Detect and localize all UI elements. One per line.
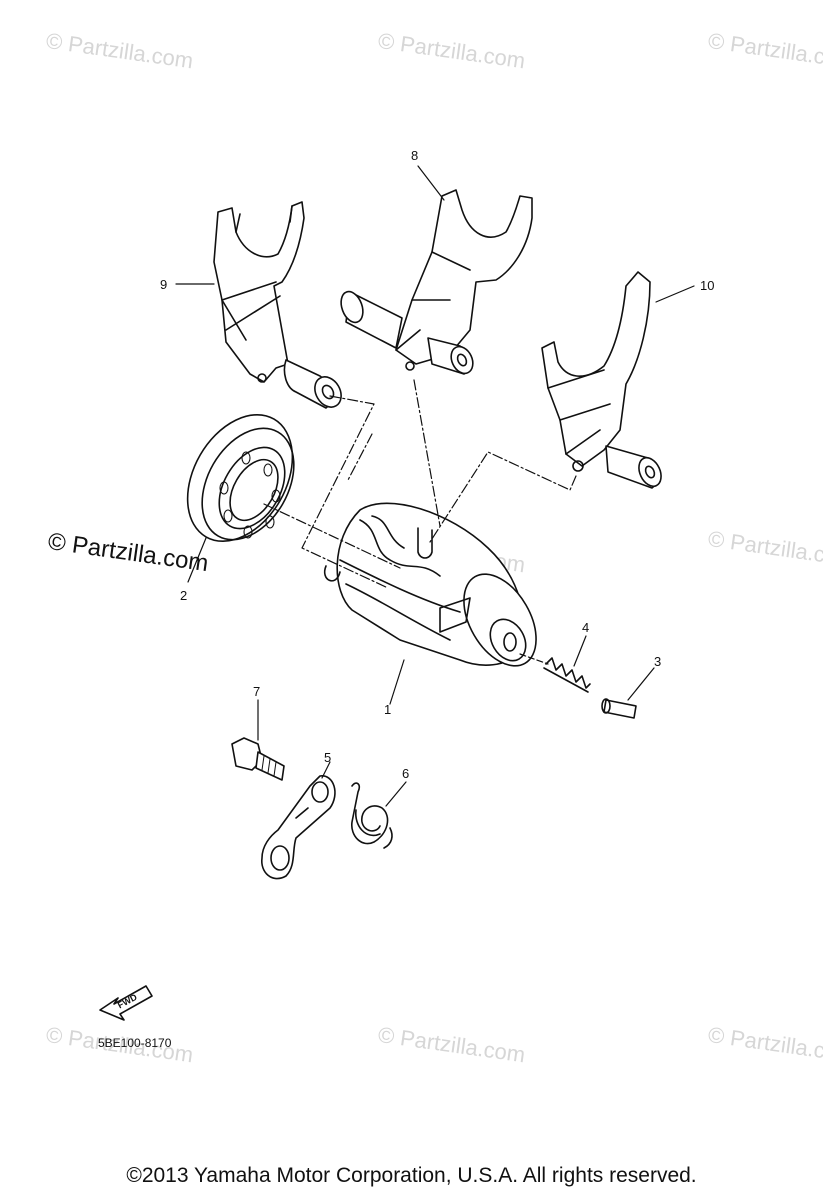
callout-9: 9 (160, 277, 167, 292)
lever-5 (261, 775, 336, 880)
diagram-code: 5BE100-8170 (98, 1036, 172, 1050)
callout-5: 5 (324, 750, 331, 765)
leader-lines (175, 165, 695, 807)
callout-10: 10 (700, 278, 714, 293)
shift-fork-9 (213, 201, 342, 409)
callout-7: 7 (253, 684, 260, 699)
copyright-notice: ©2013 Yamaha Motor Corporation, U.S.A. A… (126, 1164, 697, 1187)
callout-1: 1 (384, 702, 391, 717)
bearing-2 (186, 413, 295, 543)
shift-fork-10 (541, 271, 662, 489)
callout-4: 4 (582, 620, 589, 635)
fwd-arrow-icon (99, 985, 153, 1021)
bolt-7 (231, 737, 285, 781)
shift-drum-1 (323, 502, 537, 667)
callout-8: 8 (411, 148, 418, 163)
pin-3 (601, 698, 637, 719)
torsion-spring-6 (351, 782, 393, 849)
callout-2: 2 (180, 588, 187, 603)
callout-3: 3 (654, 654, 661, 669)
callout-6: 6 (402, 766, 409, 781)
spring-4 (543, 657, 591, 693)
shift-fork-8 (340, 189, 533, 375)
assembly-lines (263, 379, 577, 665)
